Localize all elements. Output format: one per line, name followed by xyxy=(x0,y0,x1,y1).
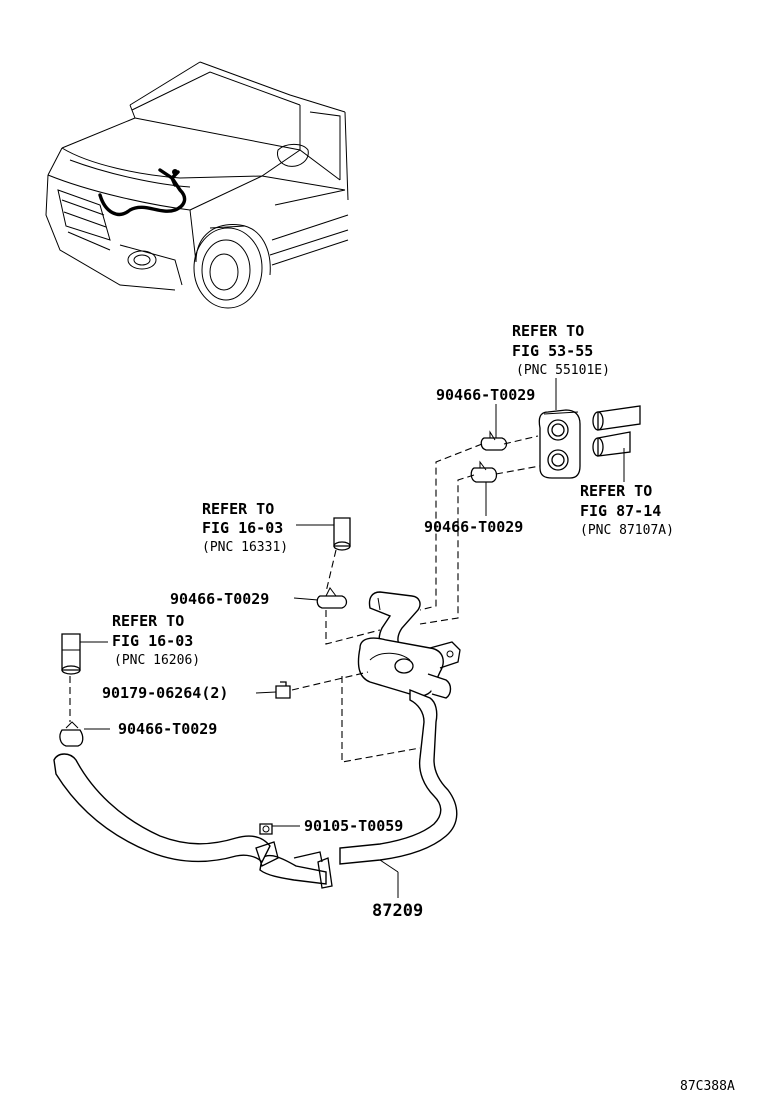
reference-fig-53-55[interactable]: REFER TO FIG 53-55 (PNC 55101E) xyxy=(512,322,610,378)
part-label-clip-left[interactable]: 90466-T0029 xyxy=(118,720,217,738)
svg-text:(PNC 87107A): (PNC 87107A) xyxy=(580,523,674,538)
leader-lines xyxy=(80,378,625,898)
part-label-clip-middle[interactable]: 90466-T0029 xyxy=(170,590,269,608)
part-label-clip-lower[interactable]: 90466-T0029 xyxy=(424,518,523,536)
heater-connector-group xyxy=(419,405,641,625)
part-label-bolt[interactable]: 90179-06264(2) xyxy=(102,684,228,702)
part-label-clip-bottom[interactable]: 90105-T0059 xyxy=(304,817,403,835)
reference-fig-16-03-a[interactable]: REFER TO FIG 16-03 (PNC 16331) xyxy=(202,500,288,555)
left-reference-parts xyxy=(61,517,421,835)
svg-text:(PNC 55101E): (PNC 55101E) xyxy=(516,363,610,378)
part-label-clip-upper[interactable]: 90466-T0029 xyxy=(436,386,535,404)
svg-text:(PNC 16331): (PNC 16331) xyxy=(202,540,288,555)
svg-text:REFER TO: REFER TO xyxy=(202,500,274,518)
svg-text:FIG 16-03: FIG 16-03 xyxy=(112,632,193,650)
diagram-id: 87C388A xyxy=(680,1079,735,1094)
reference-fig-87-14[interactable]: REFER TO FIG 87-14 (PNC 87107A) xyxy=(580,482,674,538)
reference-fig-16-03-b[interactable]: REFER TO FIG 16-03 (PNC 16206) xyxy=(112,612,200,668)
svg-text:(PNC 16206): (PNC 16206) xyxy=(114,653,200,668)
svg-text:FIG 87-14: FIG 87-14 xyxy=(580,502,661,520)
vehicle-locator-illustration xyxy=(45,61,349,309)
svg-text:REFER TO: REFER TO xyxy=(512,322,584,340)
svg-text:FIG 16-03: FIG 16-03 xyxy=(202,519,283,537)
svg-text:REFER TO: REFER TO xyxy=(580,482,652,500)
hose-assembly-87209 xyxy=(53,591,461,889)
part-label-hose-assembly[interactable]: 87209 xyxy=(372,901,423,921)
svg-text:FIG 53-55: FIG 53-55 xyxy=(512,342,593,360)
svg-text:REFER TO: REFER TO xyxy=(112,612,184,630)
